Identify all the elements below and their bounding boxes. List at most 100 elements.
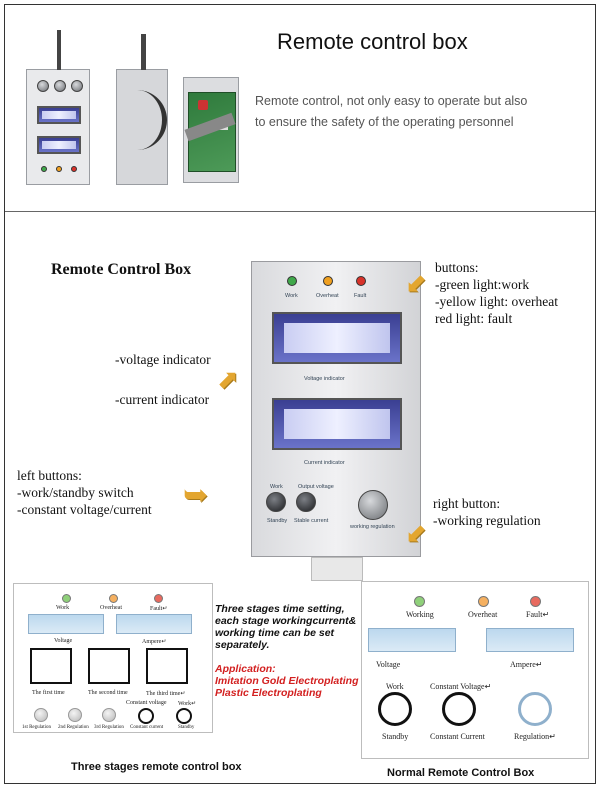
note-line: -yellow light: overheat xyxy=(435,294,558,309)
led-label: Work xyxy=(285,293,298,299)
led-label: Overheat xyxy=(100,605,122,611)
open-box-photo xyxy=(116,34,168,185)
cv-label: Constant Voltage↵ xyxy=(430,682,492,691)
red-led-icon xyxy=(530,596,541,607)
note-line: -green light:work xyxy=(435,277,530,292)
standby-label: Standby xyxy=(382,732,409,741)
note-line: buttons: xyxy=(435,260,479,275)
screen-label: Voltage xyxy=(54,638,73,644)
green-led-icon xyxy=(414,596,425,607)
feature-line: working time can be set xyxy=(215,627,335,639)
led-label: Fault↵ xyxy=(526,610,550,619)
description-line: to ensure the safety of the operating pe… xyxy=(255,115,514,129)
current-lcd xyxy=(272,398,402,450)
note-line: right button: xyxy=(433,496,501,511)
knob-label: Standby xyxy=(267,518,288,524)
middle-title: Remote Control Box xyxy=(51,261,192,278)
regulation-button-icon xyxy=(34,708,48,722)
cable xyxy=(141,34,146,70)
standby-label: Standby xyxy=(178,725,195,730)
section-divider xyxy=(5,211,595,212)
screen-label: Ampere↵ xyxy=(510,660,543,669)
work-standby-switch-icon xyxy=(378,692,412,726)
ampere-screen xyxy=(486,628,574,652)
work-label: Work↵ xyxy=(178,701,197,707)
cv-cc-switch-icon xyxy=(138,708,154,724)
knob-label: Stable current xyxy=(294,518,329,524)
time-display-box xyxy=(88,648,130,684)
knob-icon xyxy=(71,80,83,92)
note-buttons: buttons: -green light:work -yellow light… xyxy=(435,259,558,327)
note-right-button: right button: -working regulation xyxy=(433,495,541,529)
feature-line: separately. xyxy=(215,639,270,651)
three-stage-diagram: Work Overheat Fault↵ Voltage Ampere↵ The… xyxy=(13,583,213,733)
work-standby-switch-icon xyxy=(266,492,286,512)
reg-label: working regulation xyxy=(350,524,395,530)
time-label: The second time xyxy=(88,690,128,696)
cv-cc-switch-icon xyxy=(442,692,476,726)
green-led-icon xyxy=(62,594,71,603)
arrow-icon: ➥ xyxy=(183,478,209,513)
time-label: The first time xyxy=(32,690,65,696)
description-line: Remote control, not only easy to operate… xyxy=(255,94,528,108)
time-display-box xyxy=(30,648,72,684)
button-label: 3rd Regulation xyxy=(94,725,124,730)
note-line: left buttons: xyxy=(17,468,82,483)
control-panel-photo: Work Overheat Fault Voltage indicator Cu… xyxy=(251,261,421,557)
arrow-icon: ⬋ xyxy=(405,269,427,299)
button-label: 2nd Regulation xyxy=(58,725,89,730)
note-line: -constant voltage/current xyxy=(17,502,152,517)
led-label: Working xyxy=(406,610,434,619)
yellow-led-icon xyxy=(109,594,118,603)
time-label: The third time↵ xyxy=(146,691,186,697)
cable-gland xyxy=(311,557,363,581)
screen-label: Ampere↵ xyxy=(142,639,167,645)
yellow-led-icon xyxy=(56,166,62,172)
time-display-box xyxy=(146,648,188,684)
application-line: Plastic Electroplating xyxy=(215,687,322,699)
ampere-screen xyxy=(116,614,192,634)
lcd-display xyxy=(37,106,81,124)
voltage-label: Voltage indicator xyxy=(304,376,345,382)
cv-cc-switch-icon xyxy=(296,492,316,512)
led-label: Fault xyxy=(354,293,367,299)
normal-box-caption: Normal Remote Control Box xyxy=(387,767,535,779)
led-label: Overheat xyxy=(316,293,339,299)
feature-line: Three stages time setting, xyxy=(215,603,345,615)
cv-label: Constant voltage xyxy=(126,700,167,706)
voltage-screen xyxy=(28,614,104,634)
arrow-icon: ⬈ xyxy=(217,365,239,395)
note-current: -current indicator xyxy=(115,392,210,407)
wire xyxy=(137,90,167,150)
led-label: Fault↵ xyxy=(150,606,168,612)
yellow-led-icon xyxy=(478,596,489,607)
arrow-icon: ⬋ xyxy=(405,519,427,549)
note-voltage: -voltage indicator xyxy=(115,352,211,367)
lcd-display xyxy=(37,136,81,154)
note-line: -work/standby switch xyxy=(17,485,134,500)
green-led-icon xyxy=(41,166,47,172)
knob-label: Output voltage xyxy=(298,484,334,490)
note-left-buttons: left buttons: -work/standby switch -cons… xyxy=(17,467,152,518)
feature-line: each stage workingcurrent& xyxy=(215,615,357,627)
knob-icon xyxy=(54,80,66,92)
work-label: Work xyxy=(386,682,404,691)
regulation-knob-icon xyxy=(518,692,552,726)
green-led-icon xyxy=(287,276,297,286)
page-frame: Remote control box Remote control, not o… xyxy=(4,4,596,784)
button-label: 1st Regulation xyxy=(22,725,52,730)
normal-box-diagram: Working Overheat Fault↵ Voltage Ampere↵ … xyxy=(361,581,589,759)
reg-label: Regulation↵ xyxy=(514,732,556,741)
current-label: Current indicator xyxy=(304,460,345,466)
application-line: Application: xyxy=(215,663,276,675)
red-led-icon xyxy=(154,594,163,603)
knob-icon xyxy=(37,80,49,92)
regulation-knob-icon xyxy=(358,490,388,520)
work-standby-switch-icon xyxy=(176,708,192,724)
cable xyxy=(57,30,61,70)
cc-label: Constant current xyxy=(130,725,164,730)
regulation-button-icon xyxy=(68,708,82,722)
regulation-button-icon xyxy=(102,708,116,722)
component-icon xyxy=(198,100,208,110)
led-label: Overheat xyxy=(468,610,498,619)
